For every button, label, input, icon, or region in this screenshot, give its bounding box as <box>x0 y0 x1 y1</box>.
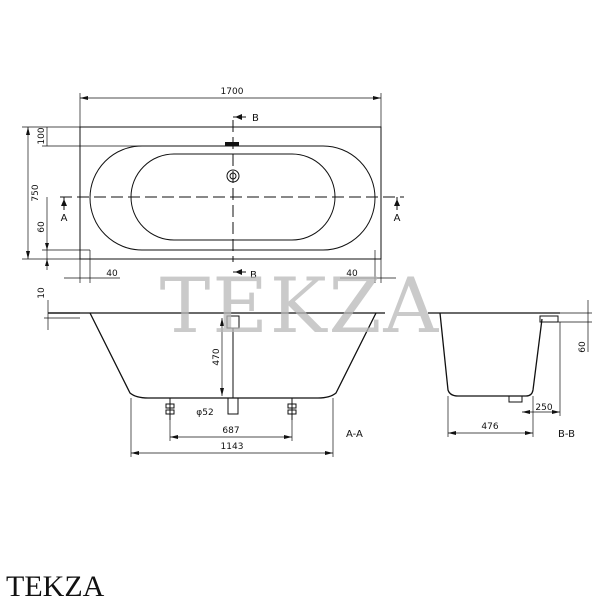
dim-bb-rim: 60 <box>578 341 588 353</box>
arrow-icon <box>26 251 30 259</box>
arrow-icon <box>131 451 139 455</box>
section-label-b-bottom: B <box>250 270 257 281</box>
aa-waste-fitting <box>227 397 239 415</box>
arrow-icon <box>235 114 242 120</box>
section-label-b-top: B <box>252 113 259 124</box>
view-label-aa: A-A <box>346 429 363 440</box>
arrow-icon <box>284 435 292 439</box>
arrow-icon <box>26 127 30 135</box>
section-aa-view: 10 470 φ52 687 <box>37 287 385 457</box>
arrow-icon <box>325 451 333 455</box>
bb-drain-fitting <box>508 396 523 403</box>
arrow-icon <box>80 96 88 100</box>
arrow-icon <box>522 410 530 414</box>
arrow-icon <box>373 96 381 100</box>
dim-bb-offset: 250 <box>535 403 552 413</box>
arrow-icon <box>220 388 224 396</box>
arrow-icon <box>235 269 242 275</box>
dim-waste-diameter: φ52 <box>196 408 213 418</box>
drain-inner-icon <box>229 172 237 180</box>
dim-rim-top: 100 <box>37 127 47 144</box>
dim-overall-length: 1700 <box>221 87 244 97</box>
drain-icon <box>226 169 240 183</box>
arrow-icon <box>220 318 224 326</box>
brand-logo: TEKZA <box>6 570 105 600</box>
section-label-a-left: A <box>61 213 68 224</box>
aa-foot-right <box>287 398 297 420</box>
dim-rim-side: 60 <box>37 221 47 233</box>
plan-view: 1700 750 100 60 40 40 A A <box>22 87 404 283</box>
dim-bb-base-width: 476 <box>481 422 498 432</box>
arrow-icon <box>552 410 560 414</box>
dim-overall-width: 750 <box>31 184 41 201</box>
bb-body-profile <box>439 312 543 397</box>
arrow-icon <box>61 199 67 206</box>
arrow-icon <box>448 431 456 435</box>
overflow-icon <box>225 142 239 146</box>
section-label-a-right: A <box>394 213 401 224</box>
plan-outer-rim <box>79 126 382 260</box>
bb-overflow-fitting <box>539 315 559 323</box>
arrow-icon <box>525 431 533 435</box>
section-bb-view: 60 250 476 B-B <box>428 300 592 440</box>
watermark: TEKZA <box>160 261 441 350</box>
arrow-icon <box>394 199 400 206</box>
arrow-icon <box>170 435 178 439</box>
dim-depth: 470 <box>212 348 222 365</box>
view-label-bb: B-B <box>558 429 575 440</box>
arrow-icon <box>45 243 49 250</box>
dim-rim-end-left: 40 <box>106 269 118 279</box>
dim-feet-spacing: 687 <box>222 426 239 436</box>
dim-base-length: 1143 <box>221 442 244 452</box>
aa-foot-left <box>165 398 175 420</box>
dim-rim-thickness: 10 <box>37 287 47 299</box>
arrow-icon <box>45 259 49 266</box>
dim-rim-end-right: 40 <box>346 269 358 279</box>
